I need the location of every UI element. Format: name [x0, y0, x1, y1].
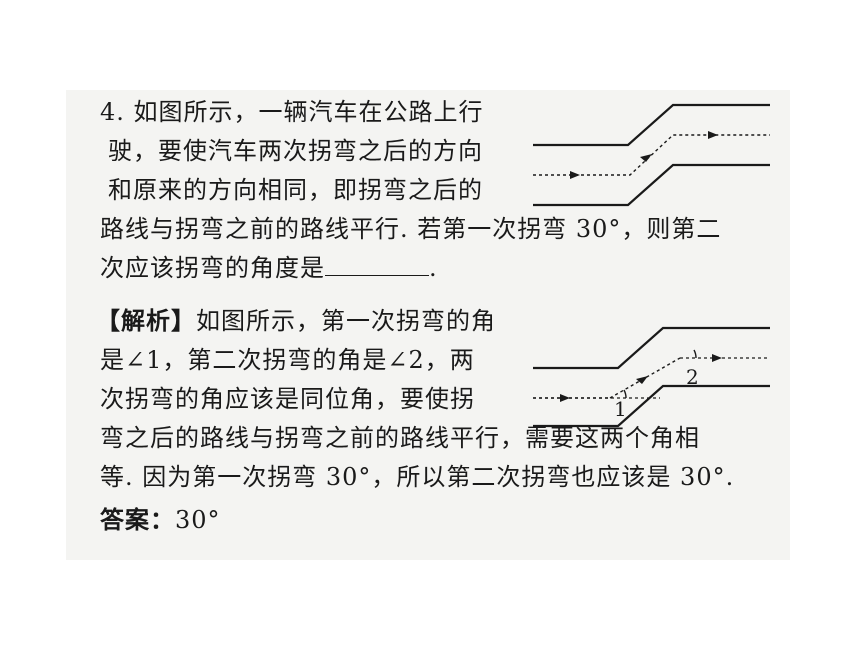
- problem-line-1: 4. 如图所示，一辆汽车在公路上行: [100, 98, 484, 126]
- road-lower-edge: [533, 163, 770, 207]
- analysis-line-1-text: 如图所示，第一次拐弯的角: [196, 307, 496, 335]
- problem-line-3: 和原来的方向相同，即拐弯之后的: [108, 176, 483, 204]
- analysis-label: 【解析】: [96, 307, 196, 335]
- angle-1-label: 1: [614, 397, 627, 421]
- route-arrow-3: [712, 354, 722, 362]
- angle-2-label: 2: [686, 365, 699, 389]
- route-arrow-1: [570, 171, 580, 179]
- problem-line-5-end: .: [429, 254, 438, 282]
- answer-label: 答案：: [100, 506, 175, 534]
- road-upper-edge: [533, 103, 770, 147]
- analysis-line-2: 是∠1，第二次拐弯的角是∠2，两: [100, 346, 475, 374]
- analysis-line-3: 次拐弯的角应该是同位角，要使拐: [100, 385, 475, 413]
- analysis-line-4: 弯之后的路线与拐弯之前的路线平行，需要这两个角相: [100, 424, 700, 452]
- road-figure-1: [533, 103, 770, 207]
- problem-line-5-text: 次应该拐弯的角度是: [100, 254, 325, 282]
- angle-2-arc: [693, 349, 697, 359]
- analysis-line-5: 等. 因为第一次拐弯 30°，所以第二次拐弯也应该是 30°.: [100, 463, 735, 491]
- car-route: [533, 134, 770, 176]
- route-arrow-2: [640, 154, 652, 162]
- answer-line: 答案：30°: [100, 504, 221, 536]
- road-figure-2: 1 2: [533, 326, 770, 428]
- angle-1-arc: [623, 389, 627, 399]
- route-arrow-1: [560, 394, 570, 402]
- problem-line-4: 路线与拐弯之前的路线平行. 若第一次拐弯 30°，则第二: [100, 215, 722, 243]
- road-upper-edge: [533, 326, 770, 370]
- answer-blank: [325, 253, 429, 276]
- road-lower-edge: [533, 384, 770, 428]
- answer-value: 30°: [175, 506, 221, 534]
- route-arrow-2: [636, 376, 648, 384]
- problem-line-5: 次应该拐弯的角度是.: [100, 252, 438, 284]
- analysis-line-1: 【解析】如图所示，第一次拐弯的角: [96, 305, 496, 337]
- problem-line-2: 驶，要使汽车两次拐弯之后的方向: [108, 137, 483, 165]
- car-route: [609, 357, 681, 399]
- route-arrow-3: [708, 131, 718, 139]
